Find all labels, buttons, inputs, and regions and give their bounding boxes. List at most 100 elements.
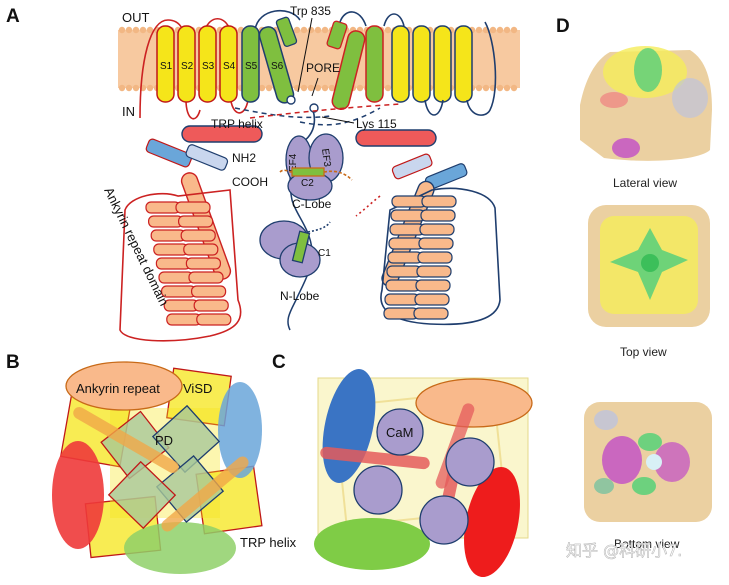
- gate-residue-left: [286, 95, 296, 105]
- seg-s5-label: S5: [245, 61, 258, 72]
- lateral-pore: [634, 48, 662, 92]
- pore-label: PORE: [306, 61, 340, 75]
- panel-c: C CaM: [272, 352, 533, 578]
- trp835-arrow: [297, 17, 313, 93]
- ankyrin-repeat-helix: [413, 307, 449, 320]
- watermark: 知乎 @科研小7.: [566, 541, 682, 560]
- ankyrin-repeat-helix: [384, 293, 420, 306]
- ankyrin-repeat-helix: [191, 285, 227, 298]
- trp-helix-label: TRP helix: [211, 117, 263, 131]
- c-lobe-label: C-Lobe: [292, 197, 332, 211]
- lipid-head: [314, 26, 322, 34]
- panel-d: D Lateral view Top view Botto: [556, 16, 712, 551]
- lipid-head: [503, 26, 511, 34]
- dotted-tail-right: [355, 195, 381, 217]
- c1-segment: [291, 230, 311, 264]
- helix-s2: [177, 25, 196, 103]
- pre-s1-helix-left: [145, 138, 193, 168]
- ankyrin-repeat-helix: [421, 195, 457, 208]
- cam-circle-4: [419, 495, 469, 545]
- nh2-helix-left: [185, 144, 229, 171]
- lipid-head: [300, 84, 308, 92]
- lateral-blue-patch: [672, 78, 708, 118]
- pd-block-2: [151, 404, 221, 474]
- pore-helix-left: [275, 16, 298, 48]
- lipid-head: [132, 26, 140, 34]
- lateral-red-patch: [600, 92, 628, 108]
- ankyrin-repeat-helix: [418, 237, 454, 250]
- lipid-head: [314, 84, 322, 92]
- ef3-label: EF3: [319, 148, 333, 168]
- lipid-head: [496, 26, 504, 34]
- ankyrin-ellipse-b: [65, 361, 183, 411]
- right-s1-s4-helices: [391, 25, 473, 103]
- cam-label: CaM: [386, 425, 413, 440]
- top-view-render: [588, 205, 710, 327]
- nh2-label: NH2: [232, 151, 256, 165]
- ankyrin-repeat-helix: [389, 223, 425, 236]
- cam-circle-2: [445, 437, 495, 487]
- ankyrin-repeat-helix: [419, 223, 455, 236]
- lipid-head: [307, 84, 315, 92]
- lipid-head: [146, 26, 154, 34]
- c2-linker: [279, 169, 353, 181]
- seg-s4-label: S4: [223, 61, 236, 72]
- ankyrin-repeat-helix: [185, 257, 221, 270]
- panel-a: A OUT IN S1 S2 S3 S4 S5 S6: [6, 4, 520, 342]
- ankyrin-repeat-helix: [175, 201, 211, 214]
- top-pore-center: [641, 254, 659, 272]
- ankyrin-repeat-helix: [420, 209, 456, 222]
- ankyrin-repeat-helix: [386, 265, 422, 278]
- lipid-head: [384, 26, 392, 34]
- lipid-head: [146, 84, 154, 92]
- visd-label: ViSD: [183, 381, 212, 396]
- ankyrin-repeat-helix: [148, 215, 184, 228]
- helix-s2-right: [433, 25, 452, 103]
- lipid-head: [307, 26, 315, 34]
- helix-s6-right: [331, 30, 366, 111]
- lipid-head: [293, 26, 301, 34]
- c1-label: C1: [318, 248, 331, 259]
- pore-arrow: [311, 77, 319, 97]
- lys115-arrow: [321, 116, 355, 124]
- nh2-helix-right: [391, 153, 433, 180]
- lipid-head: [475, 26, 483, 34]
- lipid-head: [503, 84, 511, 92]
- ankyrin-repeat-helix: [385, 279, 421, 292]
- lipid-head: [258, 84, 266, 92]
- seg-s3-label: S3: [202, 61, 215, 72]
- ankyrin-repeat-helix: [180, 229, 216, 242]
- bottom-pore: [646, 454, 662, 470]
- lipid-head: [139, 26, 147, 34]
- ankyrin-outline-right: [380, 187, 501, 326]
- blue-ellipse-b: [218, 382, 262, 478]
- c1-linker: [307, 221, 331, 233]
- top-view-caption: Top view: [620, 345, 667, 359]
- lipid-head: [510, 84, 518, 92]
- ankyrin-repeat-helix: [387, 251, 423, 264]
- ankyrin-repeat-helix: [390, 209, 426, 222]
- ankyrin-repeat-helix: [383, 307, 419, 320]
- bottom-blue-patch: [594, 410, 618, 430]
- trp-helix-left: [181, 125, 263, 143]
- helix-s4: [219, 25, 238, 103]
- ankyrin-repeat-label: Ankyrin repeat: [76, 381, 160, 396]
- ankyrin-repeat-helix: [391, 195, 427, 208]
- in-label: IN: [122, 104, 135, 119]
- ankyrin-repeat-helix: [155, 257, 191, 270]
- lipid-head: [475, 84, 483, 92]
- ankyrin-outline-left: [119, 189, 242, 342]
- helix-s5: [241, 25, 260, 103]
- red-helix-c-1: [320, 446, 430, 470]
- n-lobe-label: N-Lobe: [280, 289, 320, 303]
- orange-helix-b-1: [73, 407, 179, 473]
- cooh-label: COOH: [232, 175, 268, 189]
- green-ellipse-c: [314, 518, 430, 570]
- ankyrin-repeat-helix: [145, 201, 181, 214]
- lipid-head: [356, 84, 364, 92]
- lipid-head: [265, 84, 273, 92]
- lipid-head: [321, 26, 329, 34]
- bottom-green-bottom: [632, 477, 656, 495]
- helix-s1: [156, 25, 175, 103]
